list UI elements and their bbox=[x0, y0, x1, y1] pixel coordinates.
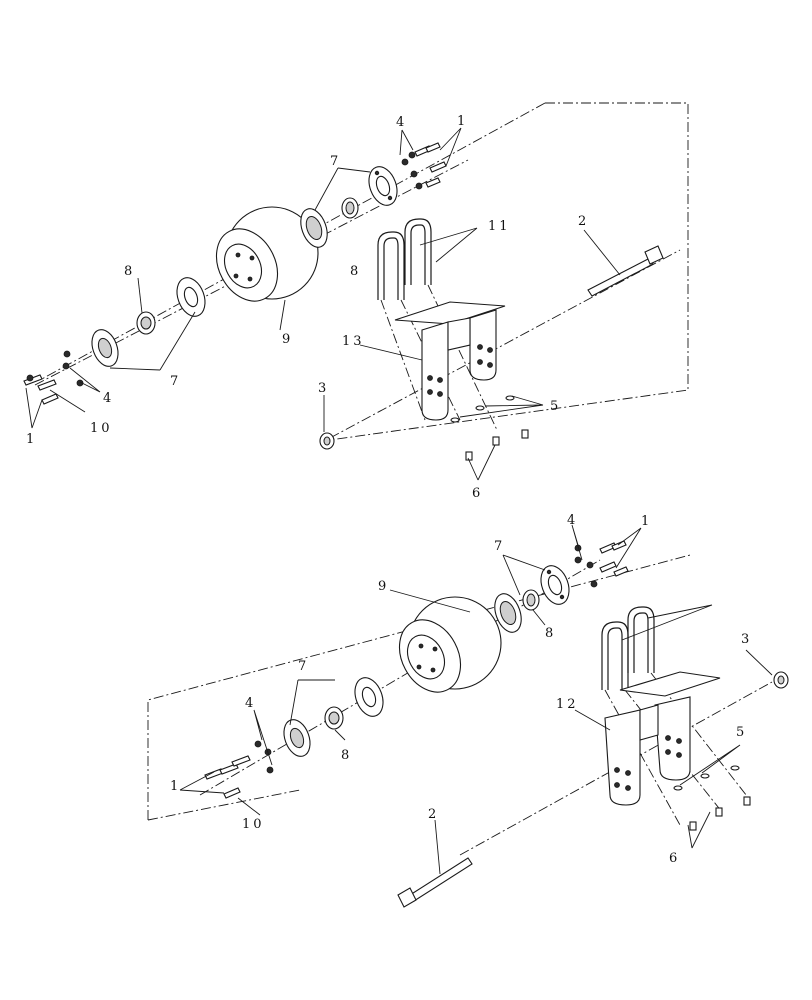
callout-bearing-flange: 7 bbox=[494, 539, 505, 554]
bracket bbox=[394, 301, 506, 421]
callout-lock-washer-left: 4 bbox=[245, 696, 256, 711]
callout-bearing-flange-left: 7 bbox=[298, 659, 309, 674]
callout-axle-bolt: 2 bbox=[578, 214, 589, 229]
callout-ubolt-washer: 5 bbox=[736, 725, 747, 740]
callout-axle-nut: 3 bbox=[318, 381, 329, 396]
axle-bolt bbox=[587, 245, 664, 297]
callout-ubolt-washer: 5 bbox=[550, 399, 561, 414]
ubolt-hardware bbox=[673, 765, 751, 831]
bearing-flange bbox=[300, 208, 328, 248]
bearing-flange bbox=[354, 677, 384, 717]
axle-nut bbox=[319, 432, 335, 450]
bearing bbox=[136, 311, 156, 335]
bearing-flange bbox=[176, 277, 206, 317]
bracket bbox=[604, 671, 721, 806]
ubolt-hardware bbox=[450, 395, 529, 461]
bolt-group bbox=[574, 540, 629, 588]
callout-lock-washer-left: 4 bbox=[103, 391, 114, 406]
lower-axle-line bbox=[459, 681, 773, 856]
axle-nut bbox=[773, 671, 789, 689]
wheel bbox=[215, 206, 319, 302]
callout-bolt: 1 bbox=[457, 114, 468, 129]
callout-wheel: 9 bbox=[378, 579, 389, 594]
callout-bolt-left: 1 bbox=[26, 432, 37, 447]
leader-lines bbox=[25, 127, 621, 481]
bearing-flange bbox=[368, 166, 398, 206]
callout-axle-bolt: 2 bbox=[428, 807, 439, 822]
bolt-group bbox=[401, 142, 447, 190]
callout-bearing: 8 bbox=[350, 264, 361, 279]
bearing-flange bbox=[91, 329, 119, 367]
bolt-group bbox=[23, 350, 84, 405]
callout-u-bolt: 11 bbox=[488, 219, 511, 234]
bearing bbox=[522, 589, 540, 611]
callout-ubolt-nut: 6 bbox=[669, 851, 680, 866]
callout-lock-washer: 4 bbox=[396, 115, 407, 130]
bearing-flange bbox=[283, 719, 311, 757]
callout-axle-nut: 3 bbox=[741, 632, 752, 647]
upper-axle-line bbox=[329, 249, 681, 439]
callout-lock-washer: 4 bbox=[567, 513, 578, 528]
bearing bbox=[324, 706, 344, 730]
callout-bearing: 8 bbox=[545, 626, 556, 641]
callout-bolt: 1 bbox=[641, 514, 652, 529]
leader-lines bbox=[179, 524, 773, 875]
callout-bearing-flange-left: 7 bbox=[170, 374, 181, 389]
bearing-flange bbox=[494, 593, 522, 633]
bearing-flange bbox=[540, 565, 570, 605]
callout-bolt-left: 1 bbox=[170, 779, 181, 794]
callout-bearing-left: 8 bbox=[341, 748, 352, 763]
bolt-group bbox=[204, 740, 274, 799]
bearing bbox=[341, 197, 359, 219]
callout-bracket: 12 bbox=[556, 697, 579, 712]
upper-assembly: 1 2 3 4 5 6 7 8 9 11 13 7 8 4 10 1 bbox=[23, 102, 689, 501]
callout-bearing-left: 8 bbox=[124, 264, 135, 279]
callout-bracket: 13 bbox=[342, 334, 365, 349]
lower-assembly: 1 2 3 4 5 6 7 8 9 12 7 8 4 10 1 bbox=[147, 513, 789, 908]
callout-carriage-bolt: 10 bbox=[90, 421, 113, 436]
axle-bolt bbox=[397, 857, 473, 908]
wheel bbox=[398, 596, 502, 693]
callout-ubolt-nut: 6 bbox=[472, 486, 483, 501]
callout-wheel: 9 bbox=[282, 332, 293, 347]
upper-boundary bbox=[39, 102, 689, 441]
callout-carriage-bolt: 10 bbox=[242, 817, 265, 832]
callout-bearing-flange: 7 bbox=[330, 154, 341, 169]
